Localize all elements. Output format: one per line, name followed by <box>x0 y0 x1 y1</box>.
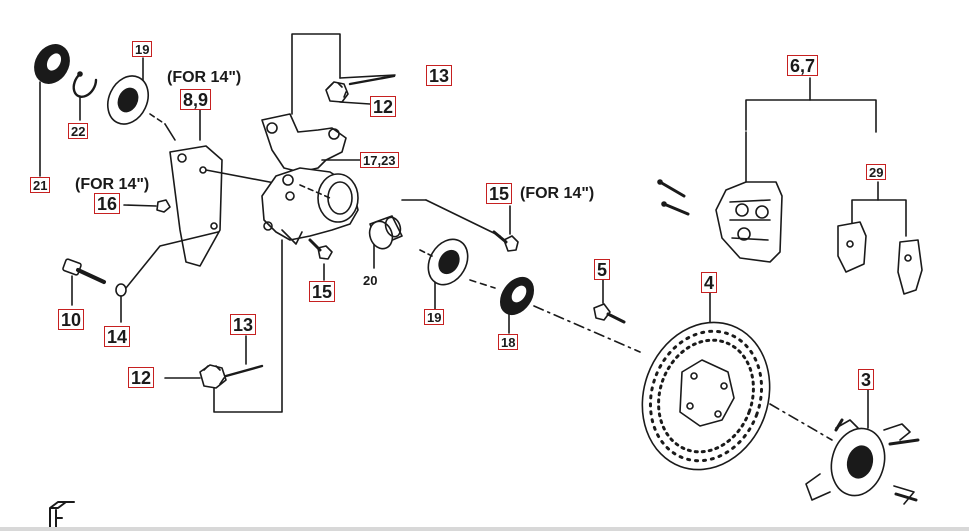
brake-pads-29 <box>837 181 923 295</box>
callout-15-low: 15 <box>309 281 336 302</box>
caliper-6-7 <box>715 77 877 263</box>
note-for-14-a: (FOR 14") <box>167 69 242 86</box>
callout-22: 22 <box>68 123 89 139</box>
knuckle-housing <box>261 113 359 245</box>
bolt-15-low <box>308 238 333 260</box>
oil-seal-18 <box>499 276 535 316</box>
callout-13-bottom: 13 <box>230 314 257 335</box>
callout-8-9: 8,9 <box>180 89 212 110</box>
callout-12-bottom: 12 <box>128 367 155 388</box>
wheel-hub-3 <box>805 389 920 505</box>
callout-10: 10 <box>58 309 85 330</box>
callout-13-top: 13 <box>426 65 453 86</box>
spacer-20 <box>368 215 403 250</box>
callout-12-top: 12 <box>370 96 397 117</box>
bolt-15-right <box>492 205 519 252</box>
callout-14: 14 <box>104 326 131 347</box>
callout-3: 3 <box>858 369 875 390</box>
brake-disc-4 <box>641 289 771 471</box>
callout-19-top: 19 <box>132 41 153 57</box>
circlip-22 <box>72 71 98 121</box>
callout-15-right: 15 <box>486 183 513 204</box>
callout-16: 16 <box>94 193 121 214</box>
note-for-14-c: (FOR 14") <box>520 185 595 202</box>
note-for-14-b: (FOR 14") <box>75 176 150 193</box>
disc-bolt-5 <box>593 279 626 324</box>
brake-bracket-8-9 <box>164 109 281 267</box>
callout-18: 18 <box>498 334 519 350</box>
callout-5: 5 <box>594 259 611 280</box>
cotter-pin-13-top <box>348 74 396 86</box>
castle-nut-12-bottom <box>199 364 227 389</box>
callout-4: 4 <box>701 272 718 293</box>
callout-29: 29 <box>866 164 887 180</box>
cotter-pin-13-bottom <box>224 335 264 378</box>
callout-17-23: 17,23 <box>360 152 399 168</box>
callout-19-mid: 19 <box>424 309 445 325</box>
bolt-10 <box>62 258 106 306</box>
bearing-19-top <box>106 57 166 125</box>
bottom-scroll-edge <box>0 527 969 531</box>
front-direction-icon <box>49 501 75 529</box>
washer-14 <box>115 231 219 323</box>
callout-21: 21 <box>30 177 51 193</box>
callout-leaders <box>164 33 510 413</box>
bearing-19-mid <box>419 238 469 286</box>
oil-seal-21 <box>34 44 70 177</box>
castle-nut-12-top <box>325 81 371 105</box>
callout-6-7: 6,7 <box>787 55 819 76</box>
callout-20: 20 <box>363 273 378 288</box>
nut-16 <box>123 199 171 213</box>
caliper-pins <box>657 179 690 216</box>
